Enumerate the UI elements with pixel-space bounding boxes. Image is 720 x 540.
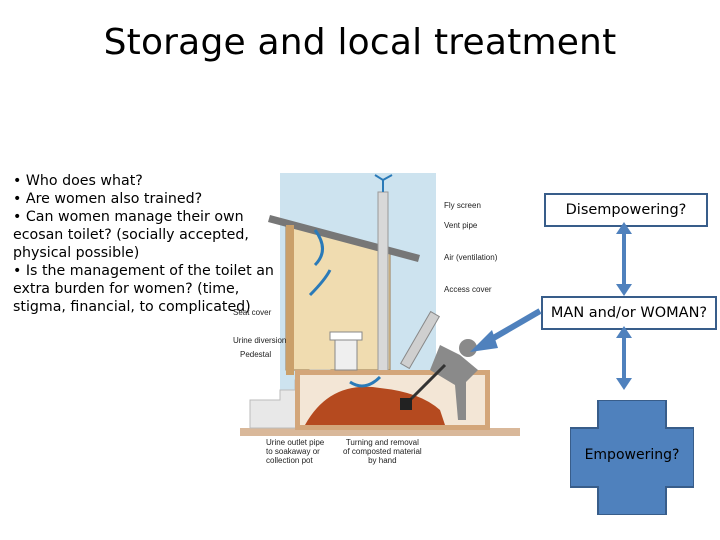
label-vent-pipe: Vent pipe: [444, 221, 478, 230]
man-woman-box: MAN and/or WOMAN?: [541, 296, 717, 330]
ground: [240, 428, 520, 436]
wall-post: [286, 225, 294, 375]
air-outlet-arrows: [374, 174, 393, 192]
label-fly-screen: Fly screen: [444, 201, 481, 210]
label-urine-diversion: Urine diversion: [233, 336, 287, 345]
shovel-handle: [406, 363, 447, 404]
compost-pile: [305, 386, 445, 425]
person-body: [430, 345, 478, 420]
arrow-head-down: [616, 284, 632, 296]
access-cover: [399, 310, 441, 370]
slide-title: Storage and local treatment: [103, 22, 617, 63]
bullet-item: • Is the management of the toilet an ext…: [13, 263, 279, 315]
shovel-blade: [400, 398, 412, 410]
ecosan-toilet-illustration: [240, 173, 520, 436]
label-pedestal: Pedestal: [240, 350, 272, 359]
label-urine-outlet: Urine outlet pipe to soakaway or collect…: [266, 438, 325, 465]
bullet-item: • Can women manage their own ecosan toil…: [13, 209, 254, 261]
person-head: [459, 339, 477, 357]
bullet-item: • Who does what?: [13, 173, 143, 189]
arrow-head-down: [616, 378, 632, 390]
turning-arrow: [349, 375, 382, 388]
pointer-arrow-head: [470, 330, 498, 352]
arrow-head-up: [616, 222, 632, 234]
bullet-list: • Who does what? • Are women also traine…: [13, 172, 275, 316]
arrow-head-up: [616, 326, 632, 338]
pointer-arrow: [488, 308, 542, 343]
empowering-label: Empowering?: [584, 447, 680, 463]
bullet-item: • Are women also trained?: [13, 191, 203, 207]
label-access-cover: Access cover: [444, 285, 492, 294]
air-flow-arrow: [313, 229, 324, 267]
label-seat-cover: Seat cover: [233, 308, 272, 317]
label-turning: Turning and removal of composted materia…: [343, 438, 422, 465]
label-air: Air (ventilation): [444, 253, 498, 262]
seat-cover: [329, 331, 363, 341]
air-flow-arrow: [308, 269, 332, 297]
empowering-cross-shape: [570, 400, 694, 515]
